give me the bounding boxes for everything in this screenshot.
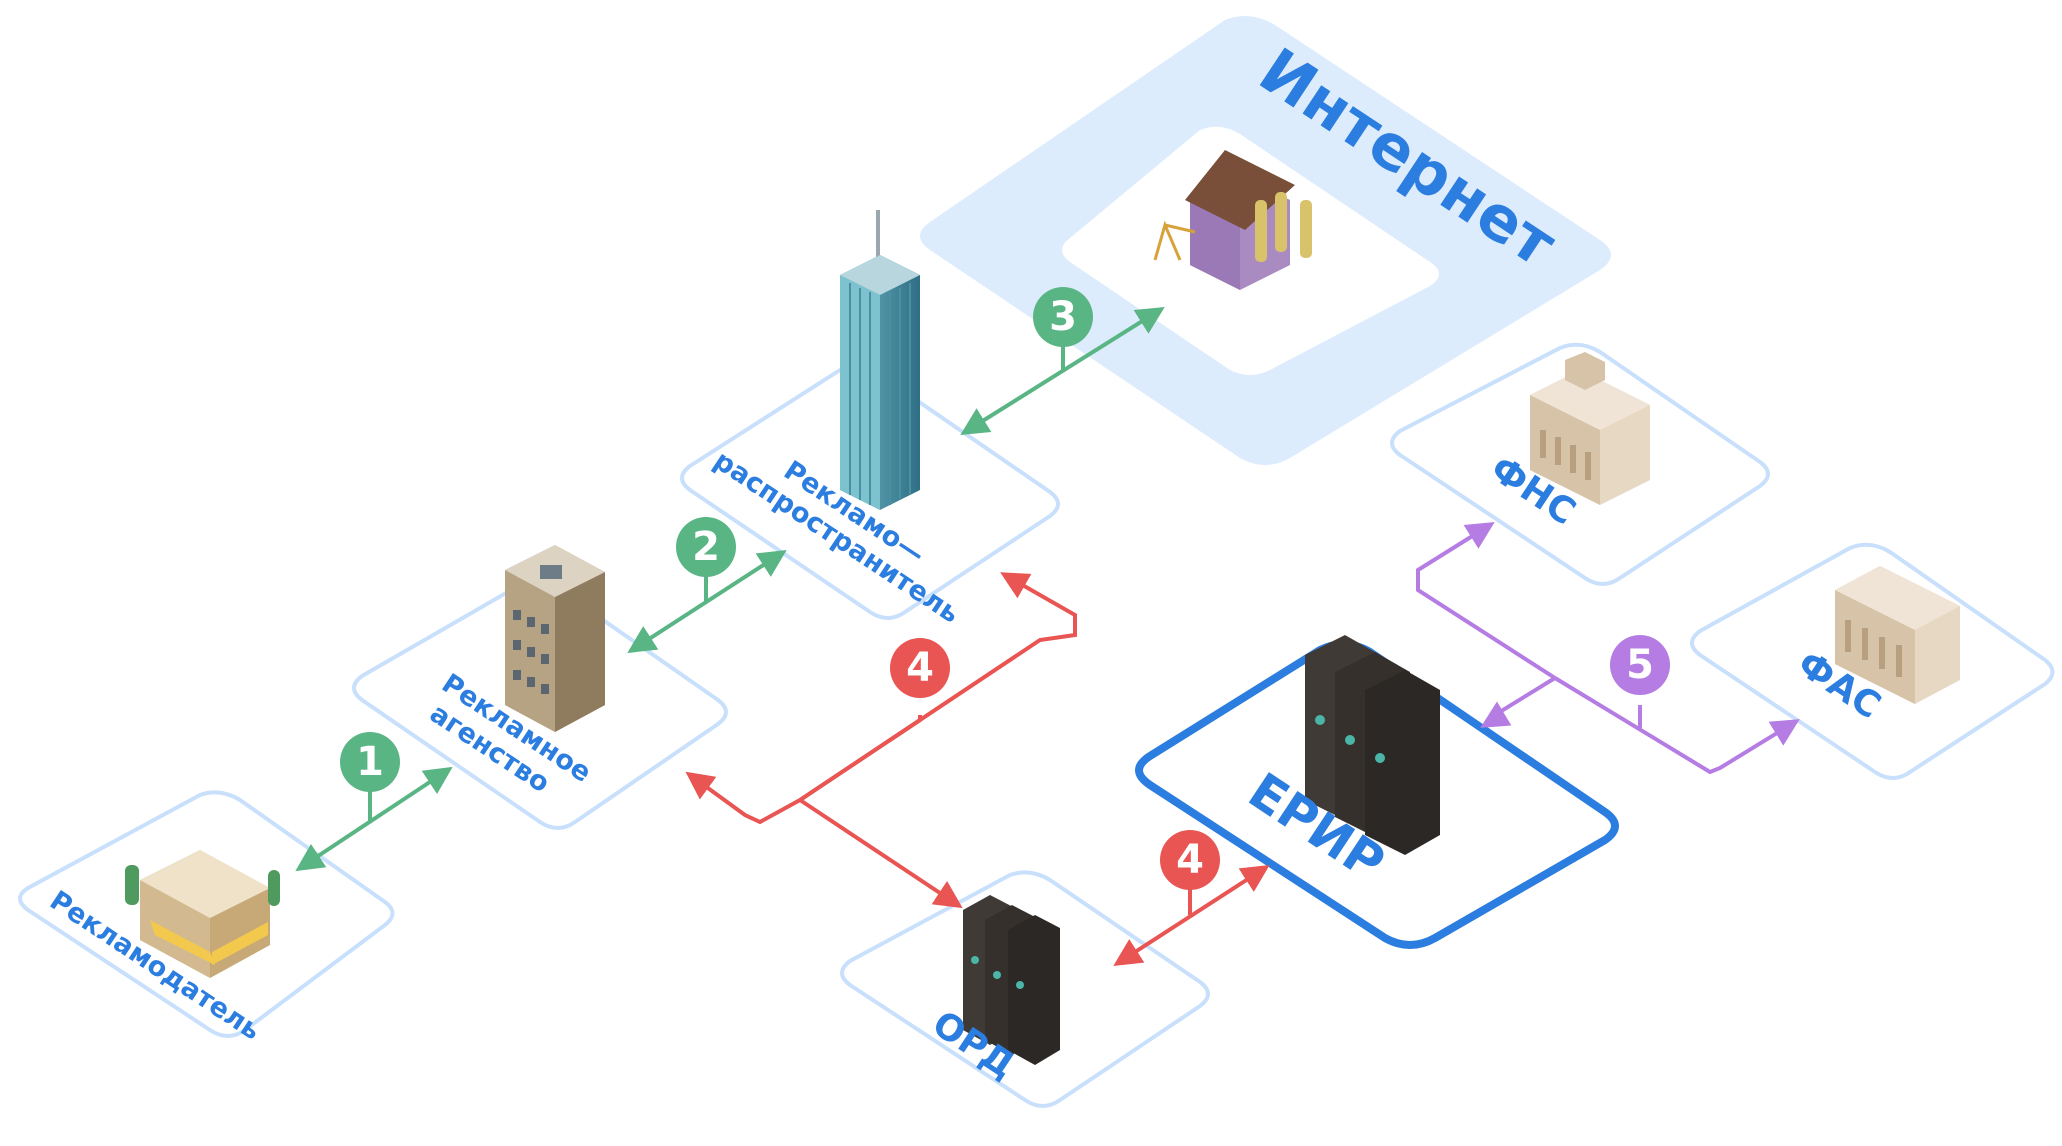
shop-illustration xyxy=(125,850,280,978)
erir-server-illustration xyxy=(1305,635,1440,855)
connector-5 xyxy=(1416,522,1800,775)
badge-4-right: 4 xyxy=(1160,830,1220,890)
house-illustration xyxy=(1153,150,1312,290)
connector-1 xyxy=(295,766,453,872)
badge-4-left: 4 xyxy=(890,638,950,698)
fas-building-illustration xyxy=(1835,566,1960,704)
svg-text:4: 4 xyxy=(1176,837,1204,883)
svg-text:2: 2 xyxy=(692,524,720,570)
svg-text:4: 4 xyxy=(906,645,934,691)
skyscraper-illustration xyxy=(840,210,920,510)
svg-text:5: 5 xyxy=(1626,642,1654,688)
badge-1: 1 xyxy=(340,732,400,792)
badge-3: 3 xyxy=(1033,287,1093,347)
badge-2: 2 xyxy=(676,517,736,577)
fns-building-illustration xyxy=(1530,352,1650,505)
badge-5: 5 xyxy=(1610,635,1670,695)
svg-text:3: 3 xyxy=(1049,294,1077,340)
office-building-illustration xyxy=(505,545,605,732)
connector-4-left xyxy=(685,572,1077,909)
server-rack-illustration xyxy=(963,895,1060,1065)
svg-text:1: 1 xyxy=(356,739,384,785)
